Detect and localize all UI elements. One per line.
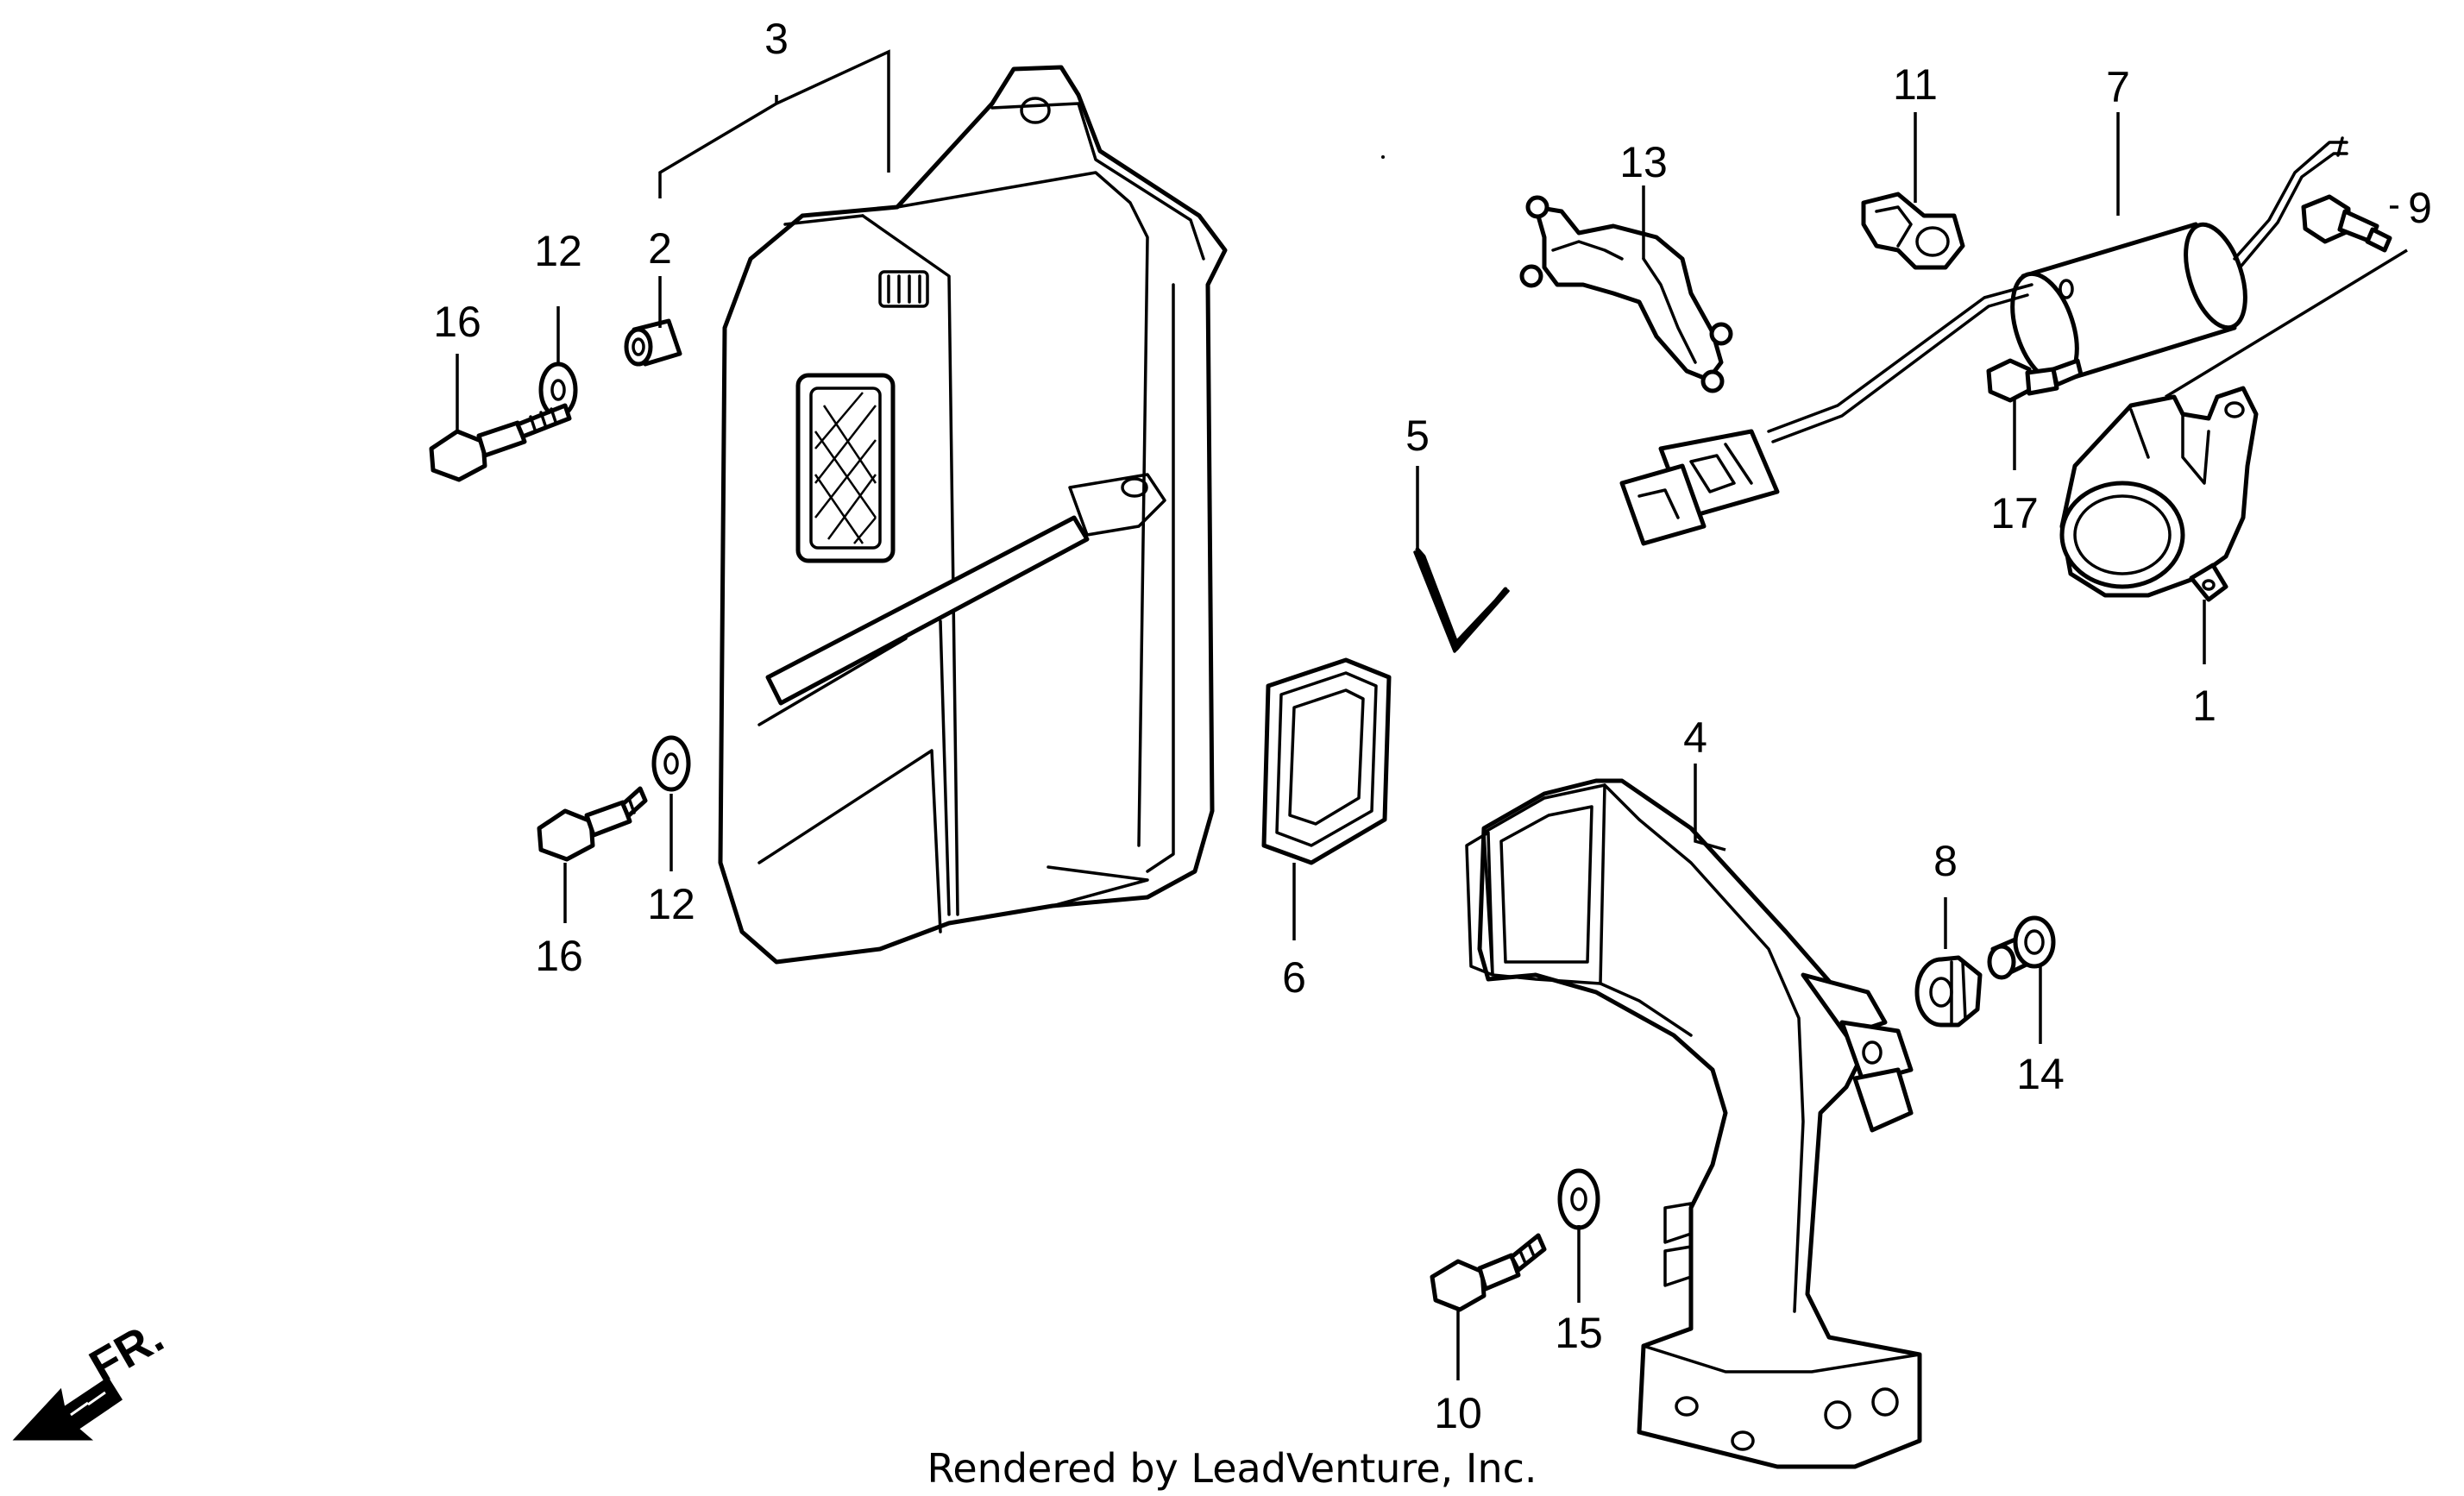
bolt-part-16-upper: [429, 403, 572, 482]
clamp-part-1: [2059, 386, 2259, 602]
callout-5: 5: [1405, 412, 1430, 460]
screw-part-17: [1986, 358, 2084, 403]
wire-clip-part-5: [1413, 547, 1510, 653]
screw-part-9: [2301, 194, 2392, 253]
collar-part-2: [624, 318, 682, 367]
callout-6: 6: [1282, 953, 1306, 1002]
callout-12-upper: 12: [534, 227, 582, 275]
bolt-part-10: [1430, 1233, 1547, 1312]
render-credit: Rendered by LeadVenture, Inc.: [927, 1445, 1537, 1492]
callout-12-lower: 12: [647, 880, 695, 928]
callout-15: 15: [1555, 1309, 1603, 1357]
callout-labels: 1 2 3 4 5 6 7 8 9 10 11 12 12 13 14 15 1…: [433, 15, 2432, 1437]
washer-part-12-lower: [651, 735, 691, 792]
front-arrow-icon: [12, 1376, 123, 1441]
holder-part-13: [1519, 195, 1733, 393]
callout-9: 9: [2408, 184, 2432, 232]
washer-part-15: [1557, 1168, 1600, 1230]
callout-17: 17: [1990, 489, 2039, 537]
duct-part-4: [1465, 778, 1922, 1469]
grommet-part-8: [1914, 955, 1983, 1028]
capacitor-part-7: [1619, 136, 2348, 546]
callout-16-upper: 16: [433, 298, 481, 346]
callout-1: 1: [2192, 682, 2216, 730]
seal-part-6: [1261, 657, 1392, 865]
leader-lines: [456, 49, 2408, 1380]
front-direction-indicator: FR.: [12, 1311, 172, 1441]
callout-16-lower: 16: [535, 932, 583, 980]
callout-4: 4: [1683, 713, 1707, 762]
callout-3: 3: [764, 15, 789, 63]
cover-part-3: [718, 65, 1228, 965]
callout-10: 10: [1434, 1389, 1482, 1437]
bolt-part-16-lower: [537, 786, 648, 862]
callout-7: 7: [2106, 63, 2130, 111]
callout-2: 2: [648, 224, 672, 273]
callout-14: 14: [2016, 1050, 2065, 1098]
clip-part-11: [1861, 192, 1965, 270]
callout-11: 11: [1893, 60, 1938, 109]
callout-13: 13: [1619, 138, 1668, 186]
collar-pin-part-14: [1987, 915, 2056, 980]
callout-8: 8: [1933, 837, 1958, 885]
